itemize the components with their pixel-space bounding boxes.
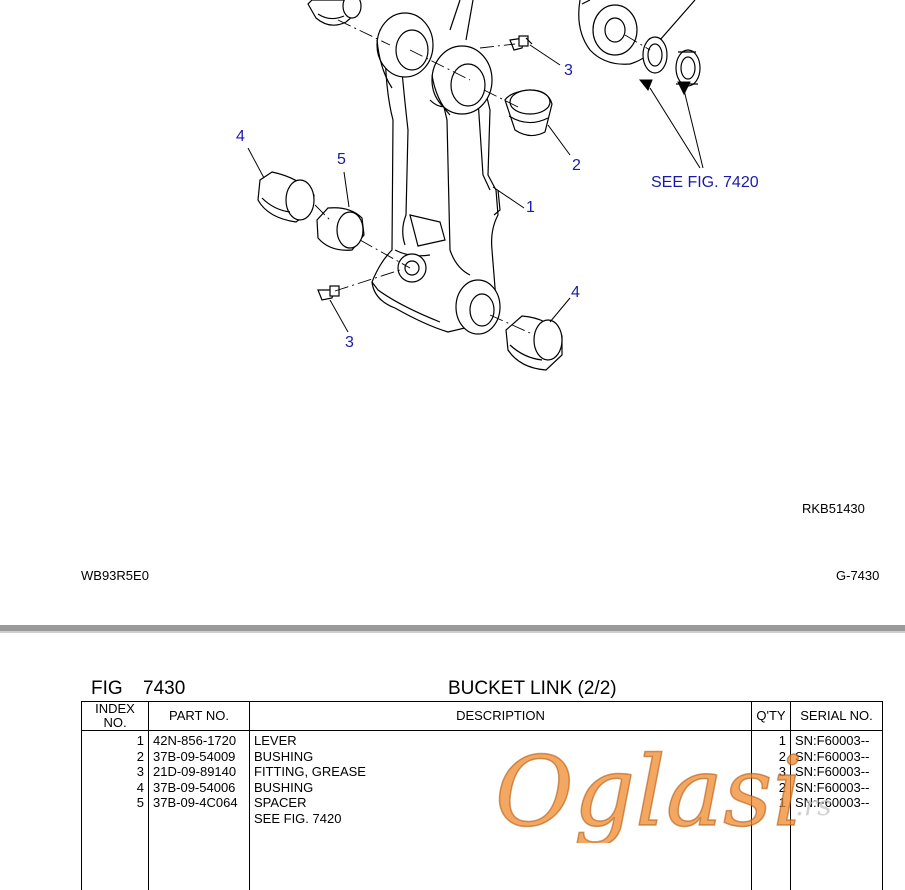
lever-part bbox=[372, 0, 500, 334]
bushing-top-left bbox=[308, 0, 361, 25]
watermark-brand: Oglasi bbox=[495, 736, 803, 843]
hub-assembly bbox=[579, 0, 700, 86]
fig-number: 7430 bbox=[143, 678, 185, 700]
callout-label: 1 bbox=[526, 199, 535, 217]
watermark-suffix: .rs bbox=[795, 789, 832, 822]
header-qty: Q'TY bbox=[752, 702, 791, 731]
index-cell: 2 bbox=[86, 749, 144, 765]
exploded-parts-diagram bbox=[0, 0, 905, 600]
callout-label: 4 bbox=[236, 128, 245, 146]
part-no-cell: 21D-09-89140 bbox=[153, 764, 245, 780]
table-header-row: INDEX NO. PART NO. DESCRIPTION Q'TY SERI… bbox=[82, 702, 883, 731]
grease-fitting-top bbox=[510, 36, 532, 50]
part-no-cell: 42N-856-1720 bbox=[153, 733, 245, 749]
footer-right-code: G-7430 bbox=[836, 568, 879, 583]
callout-label: 2 bbox=[572, 157, 581, 175]
page-separator-shadow bbox=[0, 631, 905, 633]
grease-fitting-bottom bbox=[318, 286, 339, 300]
index-cell: 1 bbox=[86, 733, 144, 749]
drawing-code: RKB51430 bbox=[802, 501, 865, 516]
index-column: 1 2 3 4 5 bbox=[82, 731, 149, 890]
bushing-2 bbox=[505, 90, 552, 136]
part-no-column: 42N-856-1720 37B-09-54009 21D-09-89140 3… bbox=[149, 731, 250, 890]
index-cell: 5 bbox=[86, 795, 144, 811]
callout-label: 5 bbox=[337, 151, 346, 169]
part-no-cell: 37B-09-4C064 bbox=[153, 795, 245, 811]
callout-label: 4 bbox=[571, 284, 580, 302]
fig-label: FIG bbox=[91, 678, 123, 700]
fig-title: BUCKET LINK (2/2) bbox=[448, 678, 617, 700]
see-fig-reference: SEE FIG. 7420 bbox=[651, 174, 759, 192]
callout-label: 3 bbox=[564, 62, 573, 80]
header-part-no: PART NO. bbox=[149, 702, 250, 731]
header-description: DESCRIPTION bbox=[250, 702, 752, 731]
header-index: INDEX NO. bbox=[82, 702, 149, 731]
callout-label: 3 bbox=[345, 334, 354, 352]
part-no-cell: 37B-09-54009 bbox=[153, 749, 245, 765]
index-cell: 4 bbox=[86, 780, 144, 796]
bushing-4-left bbox=[258, 172, 314, 222]
index-cell: 3 bbox=[86, 764, 144, 780]
watermark-logo: Oglasi .rs bbox=[495, 733, 865, 843]
footer-left-code: WB93R5E0 bbox=[81, 568, 149, 583]
header-serial-no: SERIAL NO. bbox=[791, 702, 883, 731]
part-no-cell: 37B-09-54006 bbox=[153, 780, 245, 796]
bushing-4-right bbox=[506, 316, 562, 370]
